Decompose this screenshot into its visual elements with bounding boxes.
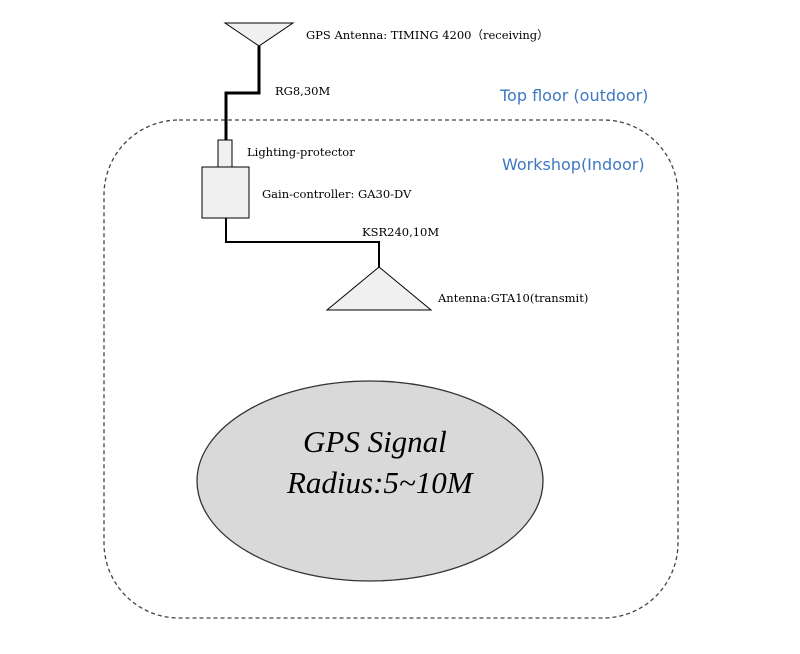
receiving-antenna-icon [223,22,295,47]
indoor-boundary [103,119,679,619]
transmit-antenna-icon [325,266,433,311]
signal-radius: Radius:5~10M [286,465,475,500]
indoor-zone-label: Workshop(Indoor) [502,155,645,174]
outdoor-zone-label: Top floor (outdoor) [499,86,648,105]
outdoor-cable [224,46,261,140]
signal-title: GPS Signal [303,424,447,459]
lightning-protector [217,139,233,168]
indoor-cable [225,218,380,267]
indoor-cable-label: KSR240,10M [362,225,439,239]
outdoor-cable-label: RG8,30M [275,84,330,98]
lightning-protector-label: Lighting-protector [247,145,355,159]
signal-coverage-area [196,380,544,582]
gain-controller [201,166,250,219]
gain-controller-label: Gain-controller: GA30-DV [262,187,412,201]
transmit-antenna-label: Antenna:GTA10(transmit) [437,291,588,305]
gps-antenna-label: GPS Antenna: TIMING 4200（receiving） [306,28,549,42]
